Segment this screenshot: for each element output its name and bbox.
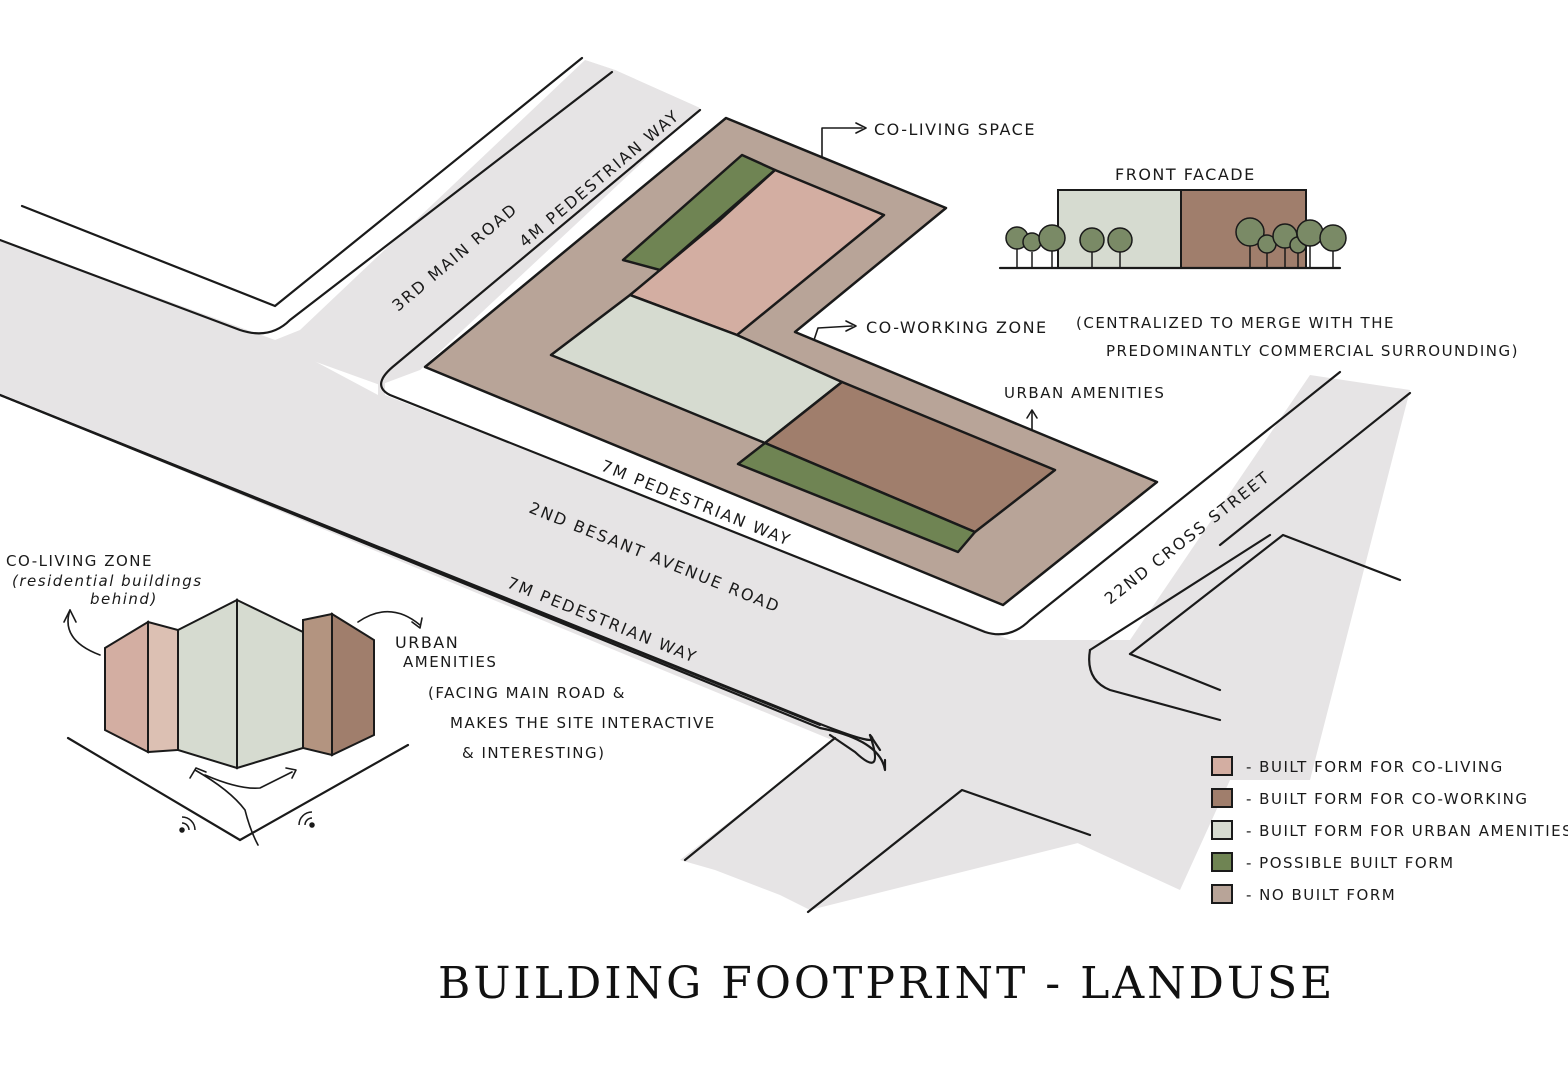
label-residential-1: (residential buildings <box>12 572 203 590</box>
legend-swatch <box>1211 756 1233 776</box>
label-co-living-space: CO-LIVING SPACE <box>874 120 1036 139</box>
legend-swatch <box>1211 788 1233 808</box>
label-co-working-zone: CO-WORKING ZONE <box>866 318 1048 337</box>
urban-amenities-sketch-arrow <box>357 610 421 626</box>
road-edges <box>0 56 1412 914</box>
sketch-co-working-b <box>331 612 375 757</box>
sketch-co-working-a <box>302 612 333 757</box>
road-3rd-main <box>0 60 1410 890</box>
diagram-title: BUILDING FOOTPRINT - LANDUSE <box>438 958 1335 1009</box>
road-22nd-cross-lower <box>960 650 1220 835</box>
legend-label: - BUILT FORM FOR URBAN AMENITIES <box>1246 822 1568 840</box>
road-network <box>0 60 1410 910</box>
legend-label: - POSSIBLE BUILT FORM <box>1246 854 1455 872</box>
label-co-living-zone: CO-LIVING ZONE <box>6 552 153 570</box>
label-facing-1: (FACING MAIN ROAD & <box>428 684 626 702</box>
site-plot <box>423 116 1159 607</box>
legend: - BUILT FORM FOR CO-LIVING - BUILT FORM F… <box>1211 756 1568 904</box>
legend-label: - BUILT FORM FOR CO-WORKING <box>1246 790 1528 808</box>
label-urban: URBAN <box>395 633 459 652</box>
wifi-icon <box>179 816 196 833</box>
co-working-arrow <box>813 325 853 341</box>
front-facade: FRONT FACADE <box>998 165 1347 270</box>
sketch-co-living-a <box>104 620 149 754</box>
legend-label: - BUILT FORM FOR CO-LIVING <box>1246 758 1504 776</box>
label-centralized-2: PREDOMINANTLY COMMERCIAL SURROUNDING) <box>1106 342 1519 360</box>
massing-sketch: CO-LIVING ZONE (residential buildings be… <box>6 552 716 846</box>
road-south-branch <box>680 730 1090 910</box>
label-front-facade: FRONT FACADE <box>1115 165 1256 184</box>
block-possible-top <box>621 153 777 272</box>
annotation-arrows <box>813 122 1038 431</box>
legend-swatch <box>1211 852 1233 872</box>
sketch-co-living-b <box>147 620 179 754</box>
label-amenities: AMENITIES <box>403 653 497 671</box>
label-centralized-1: (CENTRALIZED TO MERGE WITH THE <box>1076 314 1395 332</box>
site-annotations: CO-LIVING SPACE CO-WORKING ZONE (CENTRAL… <box>866 120 1519 402</box>
road-west-upper <box>0 60 700 385</box>
sketch-urban-a <box>177 598 238 770</box>
sketch-urban-b <box>236 598 304 770</box>
co-living-zone-arrow <box>67 609 101 656</box>
label-facing-3: & INTERESTING) <box>462 744 605 762</box>
label-facing-2: MAKES THE SITE INTERACTIVE <box>450 714 716 732</box>
block-possible-bottom <box>736 441 977 554</box>
label-residential-2: behind) <box>90 590 158 608</box>
label-urban-amenities: URBAN AMENITIES <box>1004 384 1165 402</box>
tree-icons <box>1005 217 1347 268</box>
legend-swatch <box>1211 884 1233 904</box>
legend-swatch <box>1211 820 1233 840</box>
legend-label: - NO BUILT FORM <box>1246 886 1396 904</box>
co-living-arrow <box>821 127 863 157</box>
wifi-icon <box>298 811 315 828</box>
